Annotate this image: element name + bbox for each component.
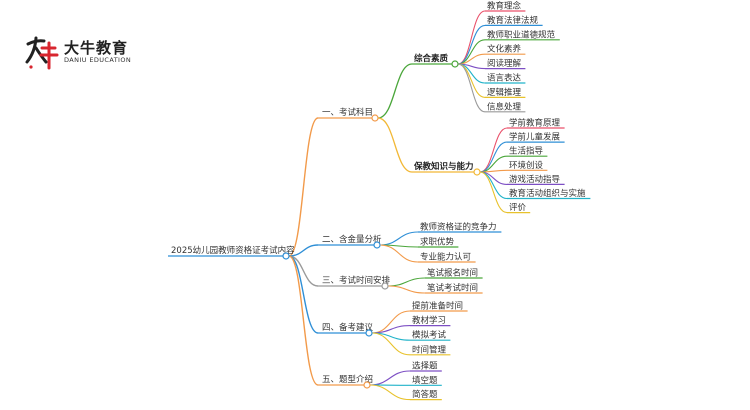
leaf-label: 选择题	[412, 361, 438, 372]
branch-knob	[363, 381, 371, 389]
leaf-label: 信息处理	[487, 101, 522, 112]
leaf-label: 文化素养	[487, 44, 522, 55]
logo	[22, 32, 152, 72]
leaf-edge	[379, 244, 419, 263]
leaf-edge	[457, 63, 486, 113]
leaf-label: 教育理念	[487, 1, 522, 12]
subtopic-label: 保教知识与能力	[413, 161, 474, 172]
leaf-label: 教师资格证的竞争力	[420, 222, 497, 233]
branch-label: 二、含金量分析	[322, 234, 382, 245]
leaf-label: 时间管理	[412, 344, 447, 355]
leaf-label: 评价	[509, 203, 527, 213]
subtopic-label: 综合素质	[414, 53, 449, 64]
leaf-edge	[479, 127, 508, 173]
leaf-label: 逻辑推理	[487, 87, 522, 98]
leaf-label: 生活指导	[509, 146, 544, 157]
branch-edge	[288, 255, 319, 334]
leaf-label: 教师职业道德规范	[487, 29, 556, 40]
leaf-edge	[457, 63, 486, 98]
leaf-edge	[479, 155, 508, 173]
leaf-label: 求职优势	[420, 237, 455, 248]
leaf-edge	[369, 370, 411, 386]
leaf-label: 填空题	[412, 375, 438, 386]
leaf-edge	[479, 171, 508, 214]
logo-subtitle: DANIU EDUCATION	[64, 56, 132, 64]
leaf-label: 简答题	[412, 389, 438, 400]
leaf-label: 教育法律法规	[487, 15, 539, 26]
branch-label: 三、考试时间安排	[322, 275, 391, 286]
leaf-label: 专业能力认可	[420, 252, 472, 263]
leaf-edge	[371, 332, 411, 356]
branch-edge	[288, 244, 319, 257]
branch-label: 五、题型介绍	[322, 374, 373, 385]
leaf-label: 环境创设	[509, 160, 544, 171]
leaf-label: 提前准备时间	[412, 301, 463, 312]
leaf-label: 笔试考试时间	[427, 283, 478, 294]
subtopic-knob	[451, 60, 459, 68]
leaf-edge	[479, 171, 508, 200]
leaf-label: 笔试报名时间	[427, 268, 478, 279]
leaf-label: 学前儿童发展	[509, 132, 561, 143]
leaf-label: 模拟考试	[412, 330, 447, 341]
leaf-label: 教育活动组织与实施	[509, 188, 586, 199]
subtopic-knob	[473, 168, 481, 176]
leaf-edge	[457, 24, 486, 65]
leaf-edge	[387, 277, 426, 287]
logo-mark-icon	[25, 36, 59, 70]
leaf-edge	[387, 285, 426, 294]
branch-label: 一、考试科目	[322, 107, 373, 118]
subtopic-edge	[377, 63, 413, 119]
branch-knob	[365, 329, 373, 337]
branch-label: 四、备考建议	[322, 322, 374, 333]
leaf-edge	[379, 231, 419, 246]
leaf-edge	[457, 10, 486, 65]
root-knob	[282, 252, 290, 260]
subtopic-edge	[377, 117, 413, 173]
leaf-label: 学前教育原理	[509, 118, 561, 129]
leaf-label: 语言表达	[487, 73, 522, 84]
leaf-label: 阅读理解	[487, 58, 522, 69]
logo-name: 大牛教育	[64, 39, 129, 57]
branch-knob	[381, 282, 389, 290]
leaf-label: 游戏活动指导	[509, 174, 561, 185]
branch-knob	[373, 241, 381, 249]
branch-knob	[371, 114, 379, 122]
branch-edge	[288, 117, 319, 257]
branch-edge	[288, 255, 319, 386]
leaf-label: 教材学习	[412, 315, 446, 326]
root-topic: 2025幼儿园教师资格证考试内容	[171, 245, 295, 256]
leaf-edge	[369, 384, 411, 401]
